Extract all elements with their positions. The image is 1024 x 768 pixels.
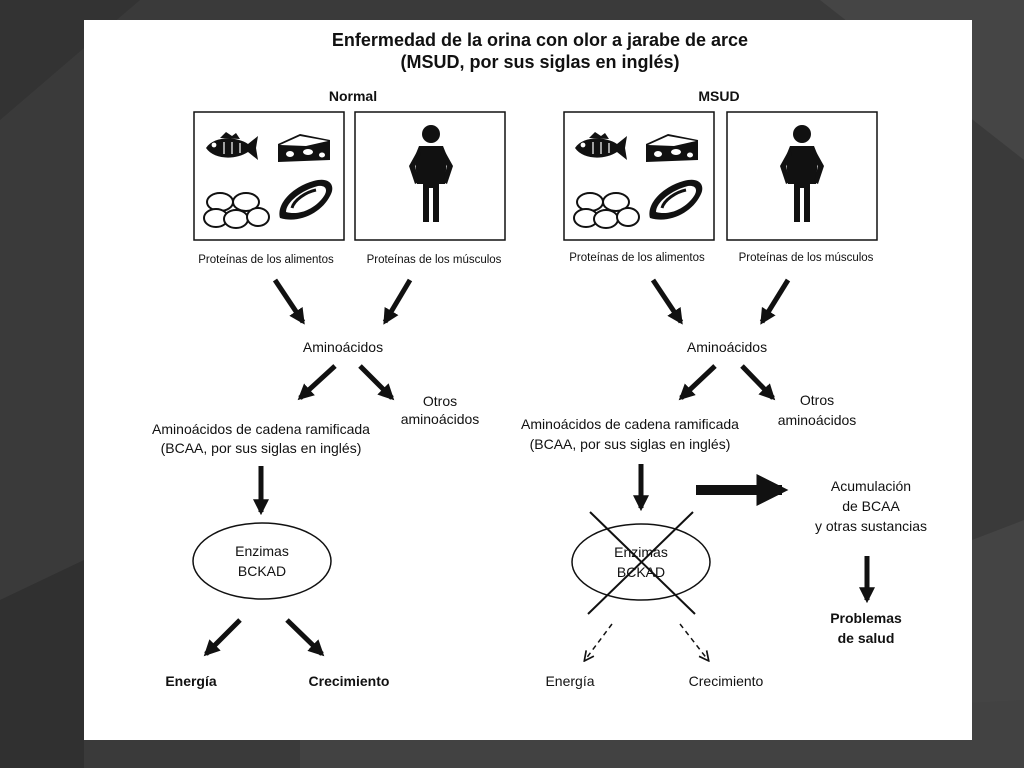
- msud-enzyme-1: Enzimas: [614, 544, 668, 560]
- normal-heading: Normal: [329, 88, 377, 104]
- title-line-1: Enfermedad de la orina con olor a jarabe…: [332, 30, 748, 50]
- msud-bcaa-2: (BCAA, por sus siglas en inglés): [530, 436, 731, 452]
- normal-energy: Energía: [165, 673, 217, 689]
- normal-enzyme-2: BCKAD: [238, 563, 286, 579]
- msud-energy: Energía: [545, 673, 594, 689]
- msud-growth: Crecimiento: [689, 673, 764, 689]
- arrow-enzymes-to-growth: [285, 618, 325, 657]
- normal-enzyme-1: Enzimas: [235, 543, 289, 559]
- arrow-amino-to-bcaa: [297, 364, 337, 401]
- msud-problems-1: Problemas: [830, 610, 902, 626]
- blocked-cross-line-1: [589, 511, 696, 615]
- msud-enzyme-2: BCKAD: [617, 564, 665, 580]
- msud-food-caption: Proteínas de los alimentos: [569, 252, 705, 264]
- normal-others-2: aminoácidos: [401, 411, 480, 427]
- slide: Enfermedad de la orina con olor a jarabe…: [84, 20, 972, 740]
- msud-accum-2: de BCAA: [842, 498, 900, 514]
- msud-accum-3: y otras sustancias: [815, 518, 927, 534]
- dashed-arrow-to-growth: [679, 623, 708, 660]
- msud-heading: MSUD: [698, 88, 739, 104]
- dashed-arrow-to-energy: [585, 623, 613, 660]
- arrow-amino-to-others: [740, 364, 776, 401]
- msud-bcaa-1: Aminoácidos de cadena ramificada: [521, 416, 739, 432]
- blocked-cross-line-2: [587, 511, 694, 615]
- normal-bcaa-2: (BCAA, por sus siglas en inglés): [161, 440, 362, 456]
- normal-muscle-caption: Proteínas de los músculos: [367, 254, 502, 266]
- msud-accum-1: Acumulación: [831, 478, 911, 494]
- arrow-food-to-amino: [650, 278, 684, 325]
- msud-others-1: Otros: [800, 392, 834, 408]
- msud-amino: Aminoácidos: [687, 339, 767, 355]
- arrow-muscle-to-amino: [382, 278, 413, 325]
- normal-bcaa-1: Aminoácidos de cadena ramificada: [152, 421, 370, 437]
- normal-amino: Aminoácidos: [303, 339, 383, 355]
- msud-muscle-caption: Proteínas de los músculos: [739, 252, 874, 264]
- arrow-enzymes-to-energy: [203, 618, 242, 657]
- arrow-muscle-to-amino: [759, 278, 791, 325]
- msud-problems-2: de salud: [838, 630, 895, 646]
- normal-food-caption: Proteínas de los alimentos: [198, 254, 334, 266]
- normal-growth: Crecimiento: [309, 673, 390, 689]
- arrow-amino-to-others: [358, 364, 395, 401]
- arrow-food-to-amino: [272, 278, 306, 325]
- normal-enzyme-ellipse: [192, 522, 332, 600]
- arrow-amino-to-bcaa: [678, 364, 717, 401]
- normal-others-1: Otros: [423, 393, 457, 409]
- msud-others-2: aminoácidos: [778, 412, 857, 428]
- title-line-2: (MSUD, por sus siglas en inglés): [400, 52, 679, 72]
- msud-diagram: Enfermedad de la orina con olor a jarabe…: [152, 30, 927, 689]
